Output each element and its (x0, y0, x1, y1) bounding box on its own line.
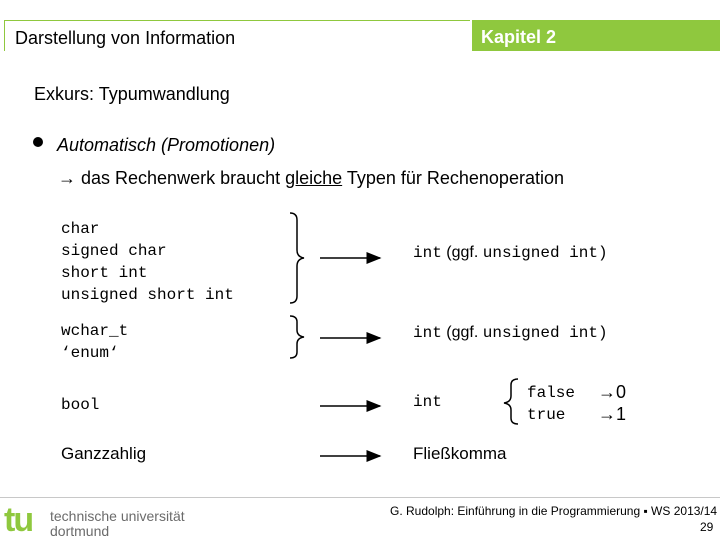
bullet-dot-icon (33, 137, 43, 147)
header-title: Darstellung von Information (15, 28, 236, 48)
mapping-value: 1 (616, 404, 627, 424)
source-types-group-1: char signed char short int unsigned short i… (61, 218, 234, 306)
target-note: (ggf. (446, 244, 479, 261)
source-type: wchar_t (61, 322, 129, 340)
source-type: short int (61, 264, 148, 282)
bool-false-key: false (527, 384, 576, 402)
mapping-arrow: → (598, 382, 616, 402)
bool-true-key: true (527, 406, 566, 424)
mapping-value: 0 (616, 382, 627, 402)
target-type-3: int (413, 393, 442, 411)
bullet-text: Automatisch (Promotionen) (57, 135, 276, 155)
source-type: signed char (61, 242, 167, 260)
brace-group-2 (289, 315, 305, 359)
source-type-integral: Ganzzahlig (61, 444, 147, 463)
explanation-line: → das Rechenwerk braucht gleiche Typen f… (58, 168, 564, 189)
logo-letters: tu (4, 501, 34, 539)
chapter-banner (472, 20, 720, 51)
source-type: unsigned short int (61, 286, 234, 304)
logo-line1: technische universität (50, 508, 185, 524)
source-type-bool: bool (61, 396, 100, 414)
source-type: char (61, 220, 100, 238)
target-type-1: int (ggf. unsigned int) (413, 244, 608, 262)
bool-false-value: →0 (598, 382, 626, 403)
chapter-label: Kapitel 2 (481, 27, 557, 47)
explain-prefix: → das Rechenwerk braucht (58, 168, 286, 188)
mapping-arrow: → (598, 404, 616, 424)
brace-bool (503, 378, 519, 425)
target-code: int (413, 244, 442, 262)
target-note: (ggf. (446, 324, 479, 341)
target-type-floating: Fließkomma (413, 444, 507, 463)
target-type-2: int (ggf. unsigned int) (413, 324, 608, 342)
footer-divider (0, 497, 720, 498)
section-title: Exkurs: Typumwandlung (34, 84, 230, 104)
university-logo: tu technische universität dortmund (4, 501, 204, 539)
target-code: unsigned int) (482, 324, 608, 342)
header-bar (4, 20, 470, 51)
target-code: int (413, 324, 442, 342)
explain-suffix: Typen für Rechenoperation (342, 168, 564, 188)
page-number: 29 (700, 520, 714, 534)
logo-line2: dortmund (50, 523, 110, 539)
brace-group-1 (289, 212, 305, 304)
source-types-group-2: wchar_t ‘enum‘ (61, 320, 128, 364)
explain-underlined: gleiche (285, 168, 343, 188)
bool-true-value: →1 (598, 404, 626, 425)
source-type: ‘enum‘ (61, 344, 119, 362)
target-code: unsigned int) (482, 244, 608, 262)
footer-credit: G. Rudolph: Einführung in die Programmie… (390, 504, 718, 518)
